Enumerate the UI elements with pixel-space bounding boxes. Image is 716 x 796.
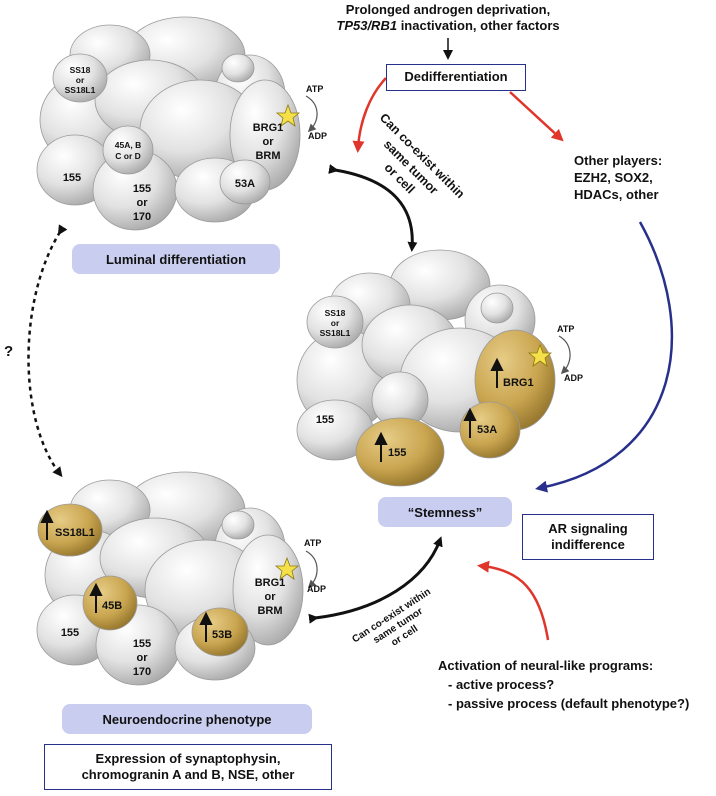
coexist-arrow-top [328,164,418,252]
lum-155or170-3: 170 [133,211,151,223]
expression-line1: Expression of synaptophysin, [95,750,281,766]
header-line2-italic: TP53/RB1 [336,18,397,33]
luminal-complex [36,16,301,231]
lum-adp: ADP [308,131,327,141]
lum-155or170-2: or [137,197,149,209]
coexist-arrow-bottom [308,536,443,624]
header-line2: TP53/RB1 inactivation, other factors [336,18,559,33]
ar-box-line1: AR signaling [548,520,628,536]
stem-53a: 53A [477,424,497,436]
lum-brg1-3: BRM [255,150,280,162]
coexist-top-label: Can co-exist within same tumor or cell [377,111,467,201]
header-line2-rest: inactivation, other factors [397,18,560,33]
dedifferentiation-box: Dedifferentiation [386,64,526,91]
up-arrow-icon [89,582,103,613]
lum-brg1-1: BRG1 [253,122,284,134]
up-arrow-icon [463,407,477,438]
star-icon [527,343,553,367]
up-arrow-icon [374,431,388,462]
neuro-155or170-1: 155 [133,638,151,650]
blue-arrow-players-stemness [535,221,674,493]
neuro-atp: ATP [304,538,321,548]
lum-155or170-1: 155 [133,183,151,195]
header-line1: Prolonged androgen deprivation, [346,2,550,17]
stemness-complex [296,249,556,487]
activation-item2: - passive process (default phenotype?) [448,696,689,711]
lum-53a: 53A [235,178,255,190]
neuro-brg1-1: BRG1 [255,577,286,589]
neuro-adp: ADP [307,584,326,594]
other-players-line1: Other players: [574,153,662,168]
stem-ss18-1: SS18 [325,308,346,318]
neuro-ss18l1: SS18L1 [55,527,95,539]
stem-155-white: 155 [316,414,334,426]
up-arrow-icon [490,357,504,388]
luminal-caption: Luminal differentiation [72,244,280,274]
ar-box-line2: indifference [551,537,625,552]
neuro-brg1-2: or [265,591,277,603]
other-players-line3: HDACs, other [574,187,659,202]
up-arrow-icon [40,509,54,540]
atp-adp-arrow [305,550,318,589]
neuro-155: 155 [61,627,79,639]
stem-adp: ADP [564,373,583,383]
stem-atp: ATP [557,324,574,334]
neuro-brg1-3: BRM [257,605,282,617]
expression-box: Expression of synaptophysin, chromograni… [44,744,332,790]
lum-ss18-3: SS18L1 [65,85,96,95]
lum-ss18-2: or [76,75,85,85]
neuro-155or170-2: or [137,652,149,664]
stemness-caption: “Stemness” [378,497,512,527]
lum-45-2: C or D [115,151,141,161]
star-icon [274,556,300,580]
lum-155: 155 [63,172,81,184]
lum-ss18-1: SS18 [70,65,91,75]
neuro-53b: 53B [212,629,232,641]
activation-item1: - active process? [448,677,554,692]
question-mark: ? [4,343,13,360]
lum-45-1: 45A, B [115,140,141,150]
red-arrow-dediff-left [352,77,387,153]
red-arrow-dediff-right [509,91,564,142]
atp-adp-arrow [558,335,571,375]
lum-brg1-2: or [263,136,275,148]
coexist-bottom-label: Can co-exist within same tumor or cell [350,586,432,648]
neuro-complex [36,471,304,686]
neuro-155or170-3: 170 [133,666,151,678]
stem-155-gold: 155 [388,447,406,459]
activation-title: Activation of neural-like programs: [438,658,653,673]
other-players-line2: EZH2, SOX2, [574,170,653,185]
expression-line2: chromogranin A and B, NSE, other [81,767,295,782]
stem-ss18-3: SS18L1 [320,328,351,338]
star-icon [275,103,301,127]
atp-adp-arrow [305,95,318,133]
stem-brg1: BRG1 [503,377,534,389]
neuro-45b: 45B [102,600,122,612]
up-arrow-icon [199,611,213,642]
lum-atp: ATP [306,84,323,94]
red-arrow-activation-stemness [477,560,550,641]
dotted-arrow-luminal-neuro [27,224,68,478]
neuro-caption: Neuroendocrine phenotype [62,704,312,734]
stem-ss18-2: or [331,318,340,328]
ar-signaling-box: AR signaling indifference [522,514,654,560]
